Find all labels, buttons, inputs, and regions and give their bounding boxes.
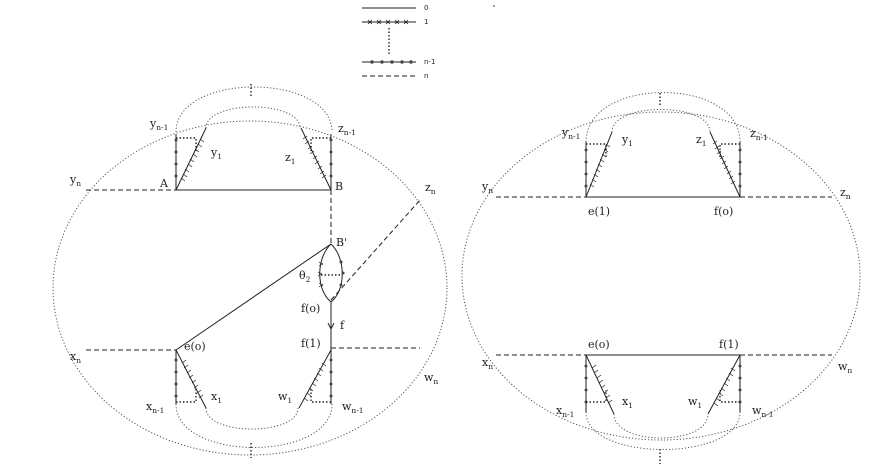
right-label-e1: e(1) <box>588 205 610 218</box>
left-eo-Bprime-line <box>175 243 332 351</box>
left-label-f: f <box>340 319 345 332</box>
right-top-outer-arc <box>585 92 741 143</box>
right-top-left-corner <box>586 143 607 158</box>
right-z1-line <box>709 131 741 198</box>
left-theta-beads <box>339 260 345 287</box>
legend: 0 1 n-1 n <box>362 4 495 80</box>
right-label-yn: yn <box>481 180 493 195</box>
right-label-y1: y1 <box>621 133 633 148</box>
left-label-theta2: θ2 <box>299 269 311 284</box>
right-label-xn: xn <box>482 356 493 371</box>
left-label-Bprime: B' <box>336 236 347 249</box>
legend-label-0: 0 <box>424 4 428 12</box>
left-top-outer-arc <box>175 86 333 133</box>
legend-cross-marks <box>367 19 409 25</box>
right-label-w1: w1 <box>688 395 702 410</box>
left-label-w1: w1 <box>278 390 292 405</box>
left-label-A: A <box>159 177 169 190</box>
right-label-zn: zn <box>840 186 851 201</box>
left-label-eo: e(o) <box>184 340 206 353</box>
left-zn-dash <box>330 199 421 301</box>
right-top-beads <box>584 148 742 188</box>
right-bottom-right-corner <box>719 390 740 403</box>
left-label-f1: f(1) <box>301 337 321 350</box>
left-label-B: B <box>335 180 343 193</box>
left-label-wn: wn <box>424 371 438 386</box>
right-label-fo: f(o) <box>714 205 733 218</box>
left-label-yn1: yn-1 <box>149 117 168 132</box>
right-bottom-outer-arc <box>585 411 741 450</box>
left-label-yn: yn <box>69 173 81 188</box>
left-bottom-left-corner <box>176 388 197 403</box>
right-label-zn1: zn-1 <box>750 127 768 142</box>
right-bottom-crosses <box>591 364 736 407</box>
right-bottom-beads <box>584 364 742 404</box>
right-x1-line <box>585 354 615 415</box>
left-bottom-beads <box>174 358 333 398</box>
right-label-xn1: xn-1 <box>556 404 574 419</box>
left-top-beads <box>174 138 333 178</box>
left-theta-crosses <box>317 261 324 288</box>
right-w1-line <box>707 354 741 415</box>
right-diagram: yn-1 zn-1 y1 z1 yn zn e(1) f(o) e(o) f(1… <box>461 92 861 464</box>
left-bottom-right-corner <box>310 388 331 403</box>
right-label-wn: wn <box>838 360 852 375</box>
right-bottom-left-corner <box>586 390 607 403</box>
left-z1-line <box>300 127 332 191</box>
left-label-y1: y1 <box>210 146 222 161</box>
right-label-eo: e(o) <box>588 338 610 351</box>
right-label-yn1: yn-1 <box>561 126 580 141</box>
right-label-x1: x1 <box>622 395 633 410</box>
right-top-crosses <box>589 140 736 188</box>
left-top-right-corner <box>310 137 331 152</box>
left-label-xn: xn <box>70 350 81 365</box>
left-y1-line <box>175 127 207 191</box>
left-label-xn1: xn-1 <box>146 400 164 415</box>
left-top-left-corner <box>176 137 197 152</box>
right-big-ellipse <box>461 111 861 441</box>
left-bottom-inner-arc <box>205 407 299 430</box>
legend-label-n: n <box>424 72 428 80</box>
left-f-arrow <box>327 322 335 331</box>
right-top-right-corner <box>719 143 740 158</box>
left-top-inner-arc <box>205 106 301 129</box>
right-label-z1: z1 <box>696 133 707 148</box>
right-label-wn1: wn-1 <box>752 404 774 419</box>
left-label-z1: z1 <box>285 151 296 166</box>
right-bottom-inner-arc <box>613 413 709 439</box>
left-label-wn1: wn-1 <box>342 400 364 415</box>
right-label-f1: f(1) <box>719 338 739 351</box>
stray-dot <box>493 5 495 7</box>
right-top-inner-arc <box>611 109 711 133</box>
left-label-zn1: zn-1 <box>338 122 356 137</box>
left-diagram: yn-1 zn-1 y1 z1 yn A B zn B' θ2 f(o) f f… <box>52 84 448 458</box>
legend-bead-marks <box>370 60 413 64</box>
left-bottom-crosses <box>181 359 327 402</box>
left-label-x1: x1 <box>211 390 222 405</box>
left-x1-line <box>175 349 207 409</box>
left-big-ellipse <box>52 120 448 456</box>
legend-label-n1: n-1 <box>424 58 435 66</box>
left-label-fo: f(o) <box>301 302 320 315</box>
left-label-zn: zn <box>425 181 436 196</box>
left-top-crosses <box>180 135 327 182</box>
left-bottom-outer-arc <box>175 403 333 448</box>
legend-label-1: 1 <box>424 18 428 26</box>
